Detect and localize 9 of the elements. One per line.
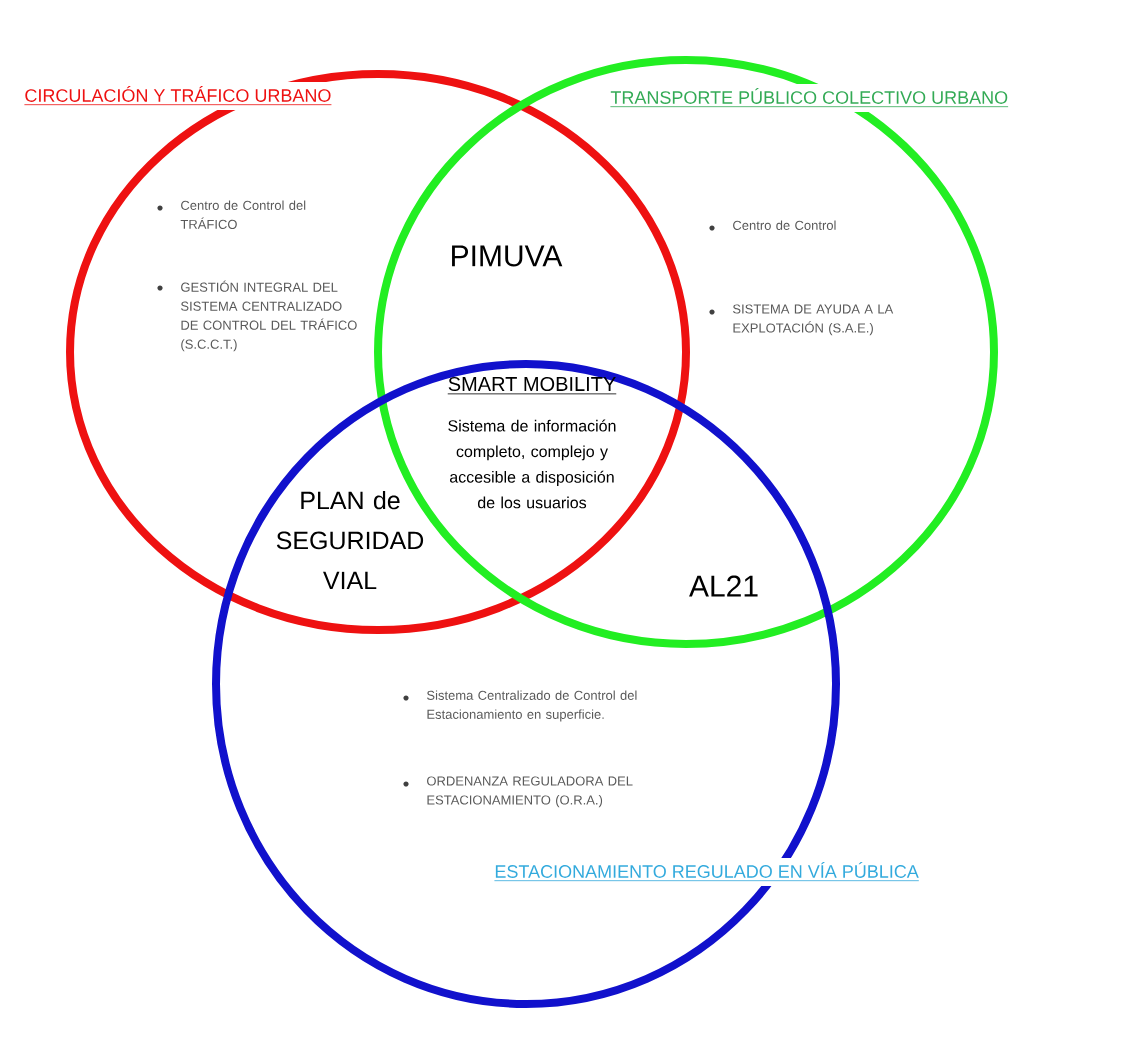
region-label: PLAN de SEGURIDAD VIAL	[276, 490, 424, 590]
region-text: Sistema de información completo, complejo y accesible a disposición de los usuarios	[448, 419, 616, 509]
circle-title: ESTACIONAMIENTO REGULADO EN VÍA PÚBLICA	[490, 858, 923, 886]
region-label: PIMUVA	[452, 245, 563, 267]
region-heading: SMART MOBILITY	[447, 376, 617, 395]
region-label: AL21	[689, 575, 758, 597]
circle-title: CIRCULACIÓN Y TRÁFICO URBANO	[20, 82, 336, 110]
circle	[212, 360, 840, 1008]
circle-title: TRANSPORTE PÚBLICO COLECTIVO URBANO	[606, 84, 1013, 112]
